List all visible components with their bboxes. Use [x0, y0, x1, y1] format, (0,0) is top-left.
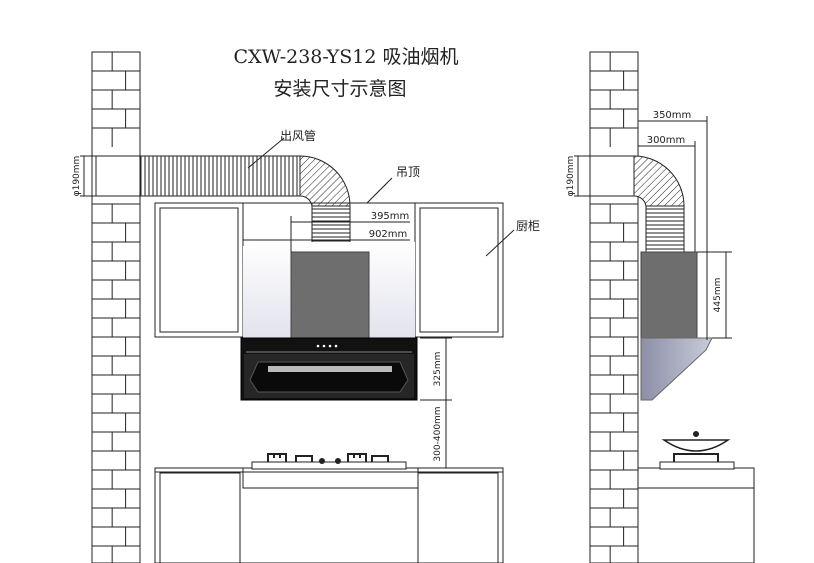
- front-width-902: 902mm: [369, 229, 408, 240]
- front-base-cabinets: [154, 467, 504, 563]
- side-base-cabinet: [637, 467, 755, 563]
- side-wall-sleeve: [589, 155, 635, 197]
- front-duct-elbow: [299, 155, 351, 207]
- front-hood-body: [240, 337, 418, 401]
- front-left-cabinet: [154, 202, 244, 338]
- front-right-cabinet: [414, 202, 504, 338]
- side-vertical-duct: [645, 205, 685, 253]
- front-pipe-diameter: φ190mm: [72, 156, 82, 197]
- front-chimney-cover: [290, 251, 370, 339]
- side-height-445: 445mm: [713, 278, 723, 313]
- front-view: 出风管 吊顶 厨柜 φ190mm 395mm 902mm 325mm 300-4…: [72, 51, 540, 563]
- side-pipe-diameter: φ190mm: [566, 156, 576, 197]
- side-gas-stove: [659, 431, 735, 470]
- diagram-subtitle: 安装尺寸示意图: [273, 78, 406, 100]
- cabinet-label: 厨柜: [516, 219, 540, 233]
- wok: [661, 439, 731, 452]
- front-wall-sleeve: [95, 155, 141, 197]
- front-height-325: 325mm: [433, 352, 443, 387]
- side-depth-300: 300mm: [647, 135, 686, 146]
- front-gas-stove: [251, 453, 407, 470]
- diagram-title: CXW-238-YS12 吸油烟机: [233, 46, 458, 68]
- side-depth-350: 350mm: [653, 110, 692, 121]
- front-brick-wall: [91, 51, 141, 563]
- front-install-height: 300-400mm: [433, 406, 443, 461]
- exhaust-pipe-label: 出风管: [280, 128, 316, 143]
- ceiling-label: 吊顶: [396, 165, 420, 179]
- front-exhaust-duct: [139, 155, 301, 197]
- front-width-395: 395mm: [371, 211, 410, 222]
- side-duct-elbow: [633, 155, 685, 207]
- side-brick-wall: [589, 51, 639, 563]
- side-chimney: [640, 251, 698, 339]
- side-hood-body: [640, 337, 713, 401]
- side-view: φ190mm 350mm 300mm 445mm: [566, 51, 755, 563]
